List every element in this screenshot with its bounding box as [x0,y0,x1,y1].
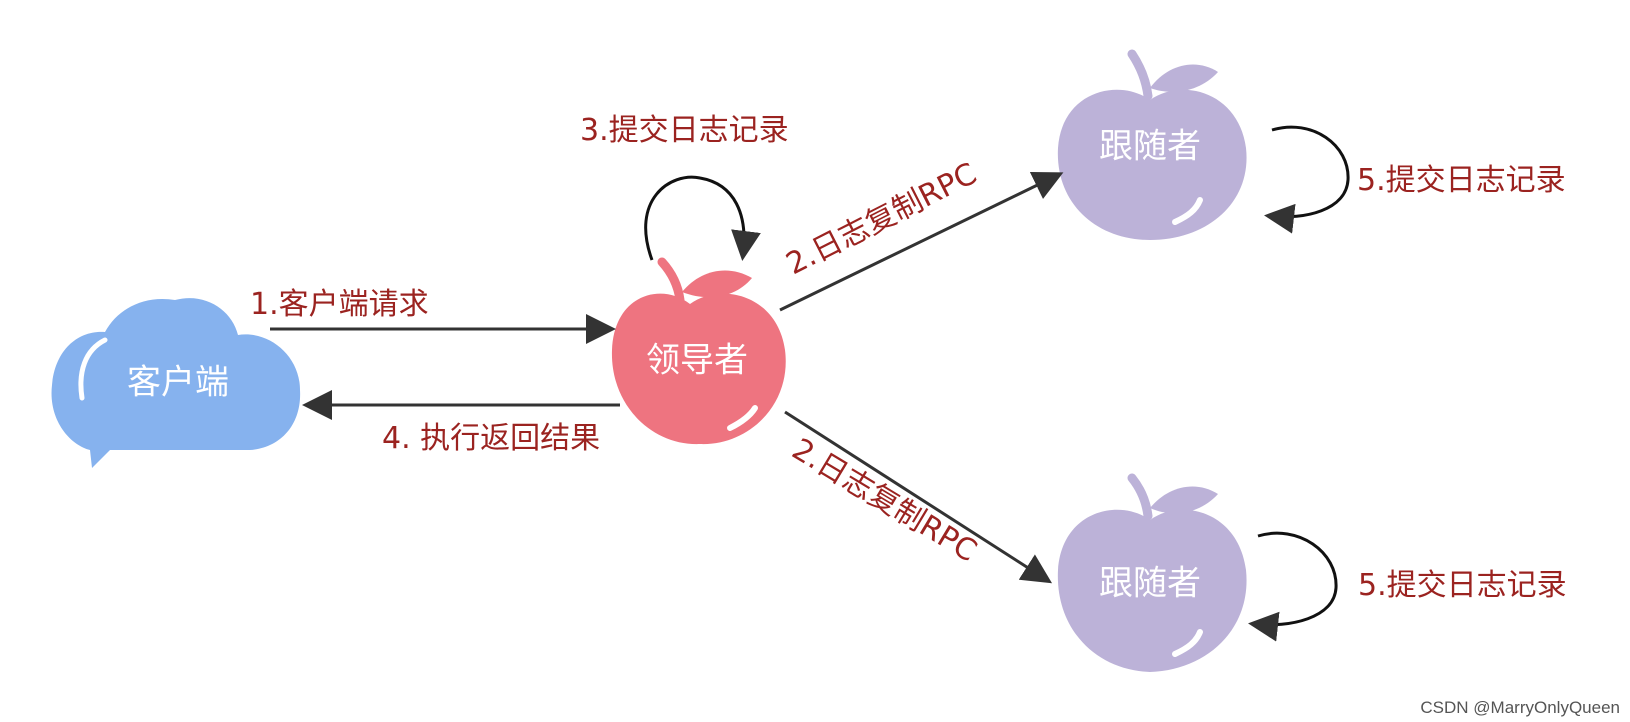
leader-node: 领导者 [611,257,786,445]
follower-bottom-commit-label: 5.提交日志记录 [1358,568,1567,603]
follower-top-commit-label: 5.提交日志记录 [1357,163,1566,198]
follower-bottom-highlight-icon [1172,629,1203,657]
leader-leaf-icon [682,270,752,298]
leader-commit-label: 3.提交日志记录 [580,113,789,148]
follower-top-label: 跟随者 [1099,127,1201,167]
replicate-top-label: 2.日志复制RPC [781,156,983,282]
watermark: CSDN @MarryOnlyQueen [1420,698,1620,717]
client-label: 客户端 [127,363,229,403]
replicate-top-arrow [779,171,1064,312]
leader-apple-icon [611,293,786,445]
client-highlight-icon [78,337,108,401]
follower-bottom-leaf-icon [1150,486,1218,514]
replicate-bottom-label: 2.日志复制RPC [786,432,983,569]
follower-top-leaf-icon [1150,64,1218,92]
follower-bottom-commit-loop-arrow [1248,531,1338,642]
follower-top-highlight-icon [1172,197,1203,225]
leader-label: 领导者 [646,341,748,381]
client-request-label: 1.客户端请求 [250,287,429,322]
follower-top-commit-loop-arrow [1264,125,1350,234]
follower-bottom-stem-icon [1127,473,1153,521]
client-node: 客户端 [51,298,301,468]
follower-bottom-label: 跟随者 [1099,564,1201,604]
leader-commit-loop-arrow [644,175,761,261]
replicate-bottom-arrow [784,410,1053,584]
return-result-label: 4. 执行返回结果 [382,421,600,456]
leader-highlight-icon [727,405,758,431]
leader-stem-icon [657,257,685,305]
follower-bottom-node: 跟随者 [1057,473,1247,672]
follower-top-node: 跟随者 [1057,49,1247,240]
follower-top-stem-icon [1127,49,1153,101]
client-cloud-icon [51,298,301,468]
